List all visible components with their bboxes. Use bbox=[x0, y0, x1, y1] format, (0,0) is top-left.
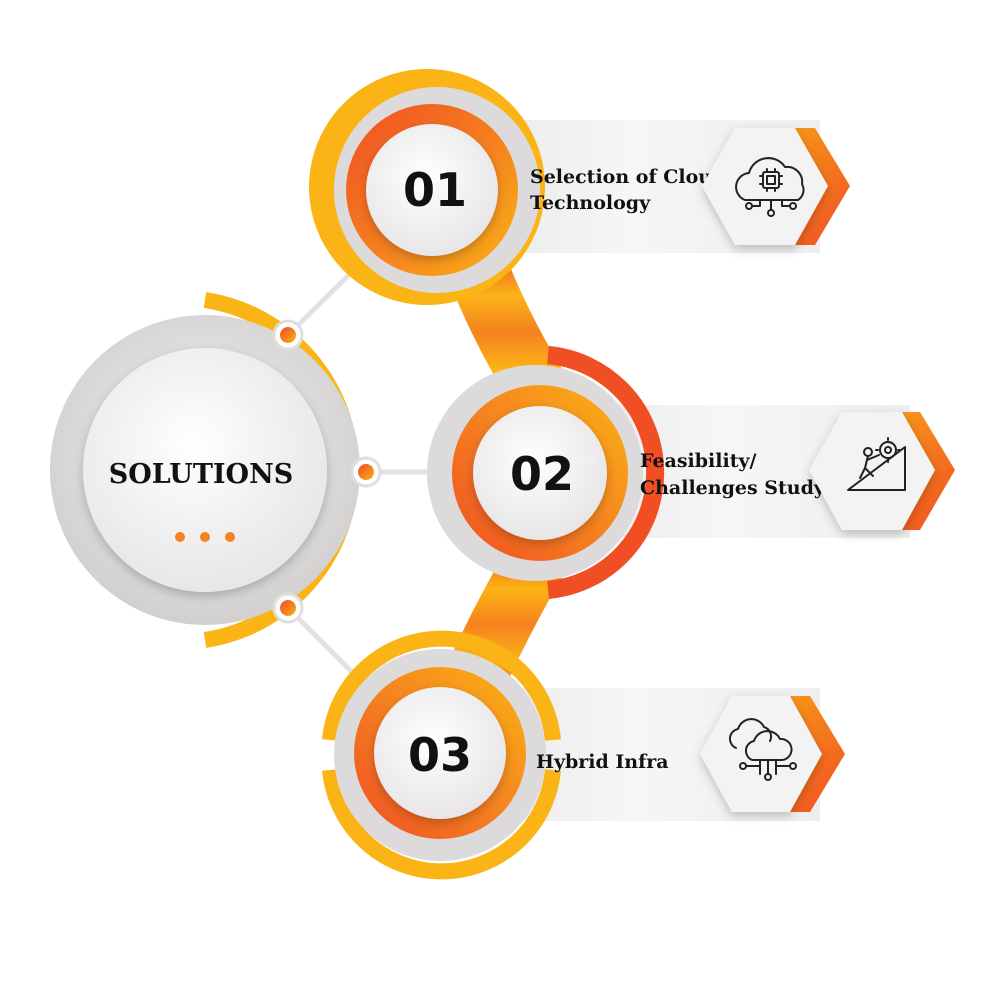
step-1: 01 Selection of Cloud Technology bbox=[309, 69, 850, 305]
step-3-hexagon bbox=[700, 696, 845, 812]
hybrid-cloud-network-icon bbox=[728, 718, 797, 781]
hub-title: SOLUTIONS bbox=[109, 459, 294, 490]
hub: SOLUTIONS bbox=[50, 292, 382, 648]
step-1-label-line2: Technology bbox=[530, 192, 651, 214]
step-3-number: 03 bbox=[408, 728, 472, 782]
step-2-label-line1: Feasibility/ bbox=[640, 450, 757, 472]
step-1-number: 01 bbox=[403, 163, 467, 217]
step-3-label-line1: Hybrid Infra bbox=[536, 751, 669, 773]
ellipsis-icon bbox=[175, 532, 235, 542]
step-2: 02 Feasibility/ Challenges Study bbox=[427, 346, 955, 599]
step-1-hexagon bbox=[702, 128, 850, 245]
step-3: 03 Hybrid Infra bbox=[322, 630, 845, 880]
person-climbing-gear-icon bbox=[847, 437, 906, 491]
cloud-chip-icon bbox=[735, 157, 805, 217]
step-2-number: 02 bbox=[510, 447, 574, 501]
step-2-label-line2: Challenges Study bbox=[640, 477, 826, 499]
step-1-label-line1: Selection of Cloud bbox=[530, 166, 725, 188]
